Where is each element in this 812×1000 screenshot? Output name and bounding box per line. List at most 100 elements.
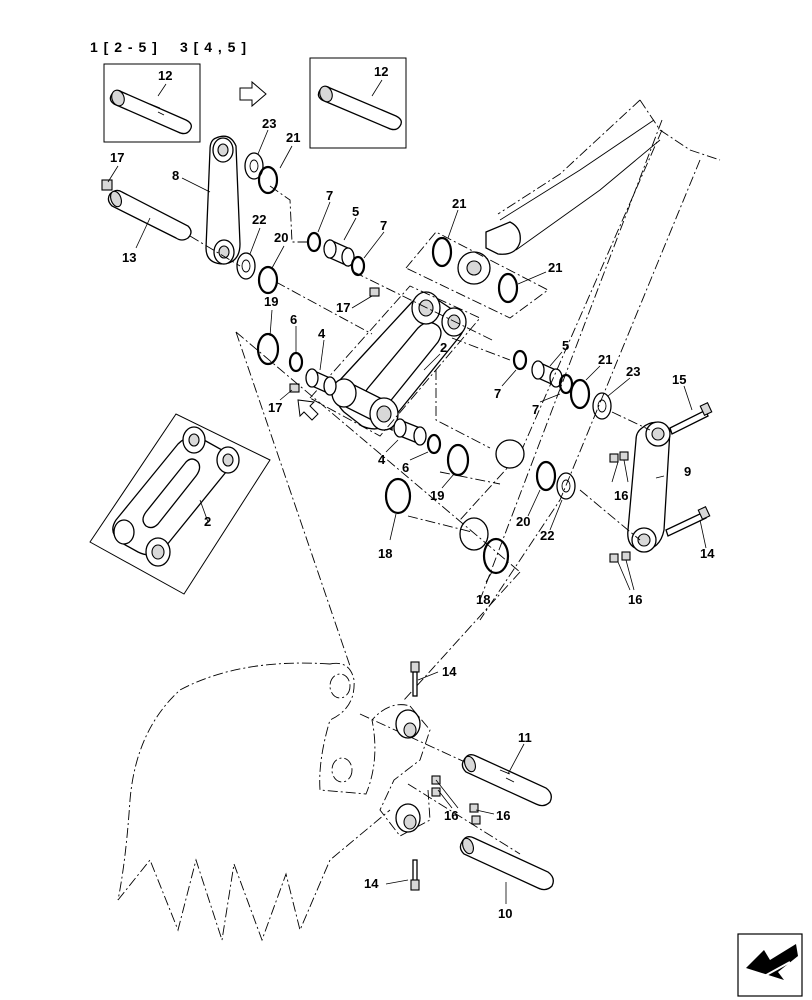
callout-14: 14 <box>364 876 379 891</box>
inset-link-2 <box>89 413 271 595</box>
grease-fitting-17-b <box>369 287 380 297</box>
direction-arrow-icon <box>239 80 267 108</box>
o-ring-18-right <box>482 537 510 575</box>
pin-13 <box>107 189 192 241</box>
callout-14: 14 <box>700 546 715 561</box>
inset-pin-12-left <box>103 63 201 143</box>
bucket-link-2 <box>331 291 467 432</box>
bolt-14-right <box>665 506 711 537</box>
bushing-5-a <box>323 238 355 268</box>
seal-6-lower <box>426 433 442 455</box>
callout-21: 21 <box>548 260 562 275</box>
washer-23-top <box>244 152 264 180</box>
seal-7-c <box>512 349 528 371</box>
callout-23: 23 <box>262 116 276 131</box>
callout-8: 8 <box>172 168 179 183</box>
o-ring-21-right <box>569 378 591 410</box>
arm-cylinder-outline <box>405 99 721 621</box>
callout-13: 13 <box>122 250 136 265</box>
bolt-14-lower <box>410 859 420 891</box>
callout-2: 2 <box>204 514 211 529</box>
seal-6-left <box>288 351 304 373</box>
callout-5: 5 <box>562 338 569 353</box>
callout-17: 17 <box>268 400 282 415</box>
callout-7: 7 <box>532 402 539 417</box>
nut-16-a <box>609 453 619 463</box>
callout-4: 4 <box>378 452 386 467</box>
bolt-15 <box>669 402 713 435</box>
callout-6: 6 <box>402 460 409 475</box>
callout-4: 4 <box>318 326 326 341</box>
callout-12: 12 <box>158 68 172 83</box>
callout-15: 15 <box>672 372 686 387</box>
nav-arrow-icon[interactable] <box>737 933 803 997</box>
callout-18: 18 <box>476 592 490 607</box>
callout-21: 21 <box>452 196 466 211</box>
callout-21: 21 <box>286 130 300 145</box>
callout-22: 22 <box>252 212 266 227</box>
callout-19: 19 <box>430 488 444 503</box>
callout-14: 14 <box>442 664 457 679</box>
callout-22: 22 <box>540 528 554 543</box>
callout-6: 6 <box>290 312 297 327</box>
pin-10 <box>459 836 554 891</box>
leader-lines <box>107 79 707 904</box>
callout-12: 12 <box>374 64 388 79</box>
callout-10: 10 <box>498 906 512 921</box>
o-ring-20-top <box>257 265 279 295</box>
o-ring-19-lower <box>446 443 470 477</box>
washer-23-right <box>592 392 612 420</box>
bucket-outline <box>117 662 431 942</box>
arm-lower-boss <box>459 517 489 551</box>
nut-16-f <box>431 787 441 797</box>
callout-17: 17 <box>110 150 124 165</box>
bushing-4-lower <box>393 418 427 446</box>
callout-11: 11 <box>518 730 532 745</box>
callout-7: 7 <box>326 188 333 203</box>
arm-boss <box>495 439 525 469</box>
o-ring-20-right <box>535 460 557 492</box>
assembly-ref-1: 1 [ 2 - 5 ] <box>90 39 158 55</box>
nut-16-c <box>609 553 619 563</box>
callout-9: 9 <box>684 464 691 479</box>
callout-23: 23 <box>626 364 640 379</box>
callout-19: 19 <box>264 294 278 309</box>
callout-21: 21 <box>598 352 612 367</box>
seal-7-b <box>350 255 366 277</box>
callout-20: 20 <box>516 514 530 529</box>
assembly-lines <box>189 185 651 855</box>
nut-16-b <box>619 451 629 461</box>
callout-5: 5 <box>352 204 359 219</box>
nut-16-d <box>621 551 631 561</box>
callout-18: 18 <box>378 546 392 561</box>
callout-7: 7 <box>494 386 501 401</box>
pin-11 <box>461 754 552 807</box>
callout-20: 20 <box>274 230 288 245</box>
callout-16: 16 <box>628 592 642 607</box>
grease-fitting-17-c <box>289 383 300 393</box>
nut-16-h <box>471 815 481 825</box>
nut-16-g <box>469 803 479 813</box>
callout-17: 17 <box>336 300 350 315</box>
o-ring-21-cyl-b <box>497 272 519 304</box>
callout-2: 2 <box>440 340 447 355</box>
callout-16: 16 <box>496 808 510 823</box>
washer-22-right <box>556 472 576 500</box>
callout-7: 7 <box>380 218 387 233</box>
link-8 <box>205 135 241 265</box>
direction-arrow-icon <box>297 399 319 421</box>
seal-7-d <box>558 373 574 395</box>
o-ring-21-cyl-a <box>431 236 453 268</box>
seal-7-a <box>306 231 322 253</box>
bolt-14-upper <box>410 661 420 697</box>
bushing-5-b <box>531 360 563 388</box>
grease-fitting-17 <box>101 179 113 191</box>
washer-22-top <box>236 252 256 280</box>
assembly-ref-3: 3 [ 4 , 5 ] <box>180 39 247 55</box>
bushing-4-left <box>305 368 337 396</box>
o-ring-21-top <box>257 165 279 195</box>
o-ring-18-left <box>384 477 412 515</box>
inset-pin-12-right <box>309 57 407 149</box>
